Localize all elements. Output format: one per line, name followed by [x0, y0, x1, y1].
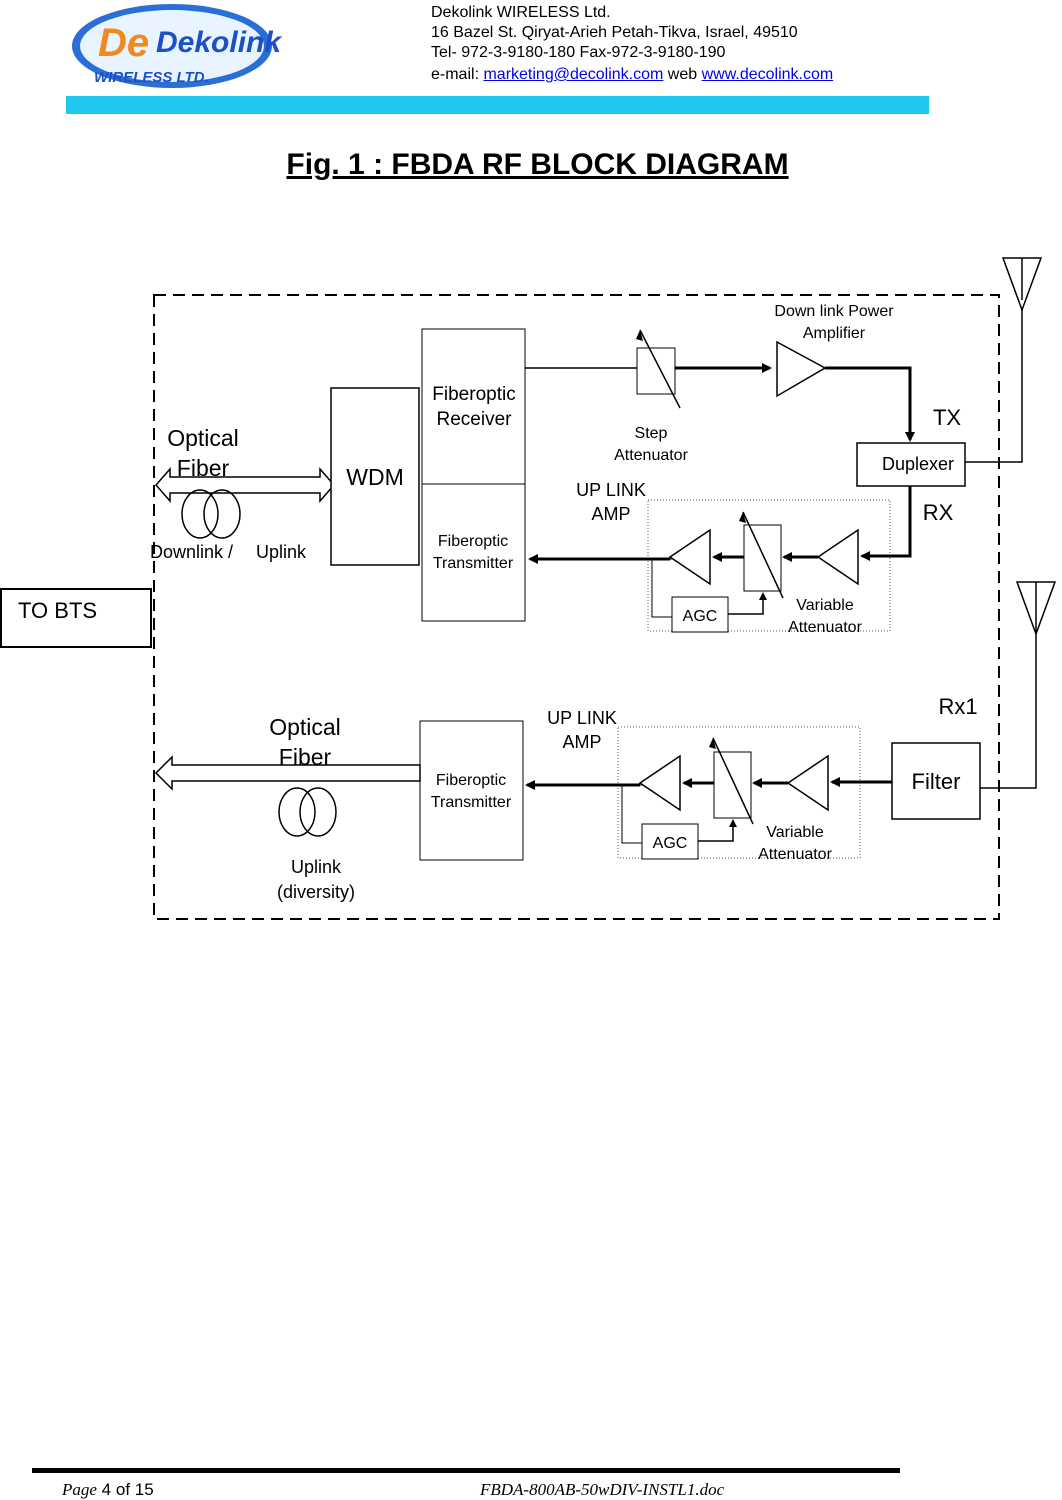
page-number: 4 — [101, 1480, 112, 1499]
rx-label: RX — [923, 500, 954, 525]
uplink-amp-2-triangle — [638, 754, 681, 812]
step-attenuator-label-1: Step — [635, 425, 668, 442]
agc-2-control — [698, 819, 737, 842]
wdm-label: WDM — [346, 464, 403, 490]
uplink-amp-2-enclosure — [617, 726, 861, 859]
duplexer-box — [856, 442, 966, 487]
rx1-label: Rx1 — [938, 694, 977, 719]
antenna-1-feed — [965, 300, 1023, 463]
fiberoptic-transmitter-2-label-1: Fiberoptic — [436, 772, 506, 789]
web-label: web — [667, 66, 698, 83]
page-total: 15 — [134, 1480, 154, 1499]
fiberoptic-receiver-label-2: Receiver — [437, 409, 513, 430]
uplink-lna-1 — [816, 528, 859, 586]
uplink-amp-1-triangle — [668, 528, 711, 586]
fiberoptic-transmitter-box — [421, 483, 526, 622]
uplink-amp-1-enclosure — [647, 499, 891, 632]
page-label: Page — [62, 1480, 97, 1499]
duplexer-label: Duplexer — [882, 454, 954, 474]
downlink-label: Downlink / — [150, 542, 233, 562]
fiberoptic-transmitter-2-box — [419, 720, 524, 861]
agc-2-feed — [621, 784, 642, 844]
header-accent-bar — [66, 96, 929, 114]
step-attenuator-arrowhead — [636, 330, 643, 341]
fiberoptic-receiver-label-1: Fiberoptic — [432, 384, 515, 405]
system-enclosure — [153, 294, 1000, 920]
wdm-box — [330, 387, 420, 566]
uplink-label: Uplink — [256, 542, 307, 562]
variable-attenuator-2-label-2: Attenuator — [758, 846, 833, 863]
footer-rule — [32, 1468, 900, 1473]
uplink-diversity-label-2: (diversity) — [277, 882, 355, 902]
dl-amp-label-1: Down link Power — [774, 303, 894, 320]
uplink-amp-2-label-1: UP LINK — [547, 708, 617, 728]
fiber-coil-1 — [181, 489, 219, 539]
company-logo: De Dekolink WIRELESS LTD. — [72, 4, 282, 88]
logo-text: Dekolink — [156, 26, 282, 59]
agc-2-label: AGC — [653, 835, 688, 852]
agc-1-label: AGC — [683, 608, 718, 625]
logo-letter: De — [98, 21, 149, 65]
email-label: e-mail: — [431, 66, 480, 83]
uplink-diversity-label-1: Uplink — [291, 857, 342, 877]
optical-fiber-bottom-label-1: Optical — [269, 714, 341, 740]
variable-attenuator-2-arrowhead — [709, 738, 716, 749]
fiber-coil-2 — [203, 489, 241, 539]
company-name: Dekolink WIRELESS Ltd. — [431, 4, 611, 21]
ul1-line-1 — [860, 486, 912, 561]
company-phone: Tel- 972-3-9180-180 Fax-972-3-9180-190 — [431, 44, 726, 61]
variable-attenuator-2-slash — [712, 737, 754, 825]
agc-1-box — [671, 596, 729, 633]
uplink-amp-1-label-2: AMP — [591, 504, 630, 524]
figure-title: Fig. 1 : FBDA RF BLOCK DIAGRAM — [286, 148, 789, 181]
variable-attenuator-1-label-2: Attenuator — [788, 619, 863, 636]
logo-sub: WIRELESS LTD. — [94, 69, 209, 86]
filter-box — [891, 742, 981, 820]
variable-attenuator-1-label-1: Variable — [796, 597, 854, 614]
step-attenuator-slash — [639, 329, 681, 409]
agc-1-feed — [651, 558, 672, 618]
company-contact: e-mail: marketing@decolink.com web www.d… — [431, 65, 833, 85]
downlink-power-amplifier — [776, 340, 827, 398]
fiberoptic-receiver-box — [421, 328, 526, 485]
variable-attenuator-1-slash — [742, 511, 784, 599]
to-bts-label: TO BTS — [18, 598, 97, 623]
of-label: of — [115, 1480, 131, 1499]
agc-1-control — [728, 592, 767, 615]
fiber-single-arrow — [154, 755, 421, 791]
step-attenuator-label-2: Attenuator — [614, 447, 689, 464]
fiber-coil-4 — [299, 787, 337, 837]
uplink-amp-1-label-1: UP LINK — [576, 480, 646, 500]
to-bts-box — [0, 588, 152, 648]
web-link[interactable]: www.decolink.com — [701, 66, 834, 83]
fiberoptic-transmitter-label-2: Transmitter — [433, 555, 514, 572]
fiberoptic-transmitter-label-1: Fiberoptic — [438, 533, 508, 550]
page-indicator: Page 4 of 15 — [62, 1480, 154, 1500]
company-address: 16 Bazel St. Qiryat-Arieh Petah-Tikva, I… — [431, 24, 798, 41]
document-name: FBDA-800AB-50wDIV-INSTL1.doc — [480, 1480, 725, 1499]
email-link[interactable]: marketing@decolink.com — [483, 66, 664, 83]
variable-attenuator-1-arrowhead — [739, 512, 746, 523]
dl-amp-label-2: Amplifier — [803, 325, 866, 342]
filter-label: Filter — [912, 769, 961, 794]
fiberoptic-transmitter-2-label-2: Transmitter — [431, 794, 512, 811]
variable-attenuator-2-label-1: Variable — [766, 824, 824, 841]
optical-fiber-top-label-1: Optical — [167, 425, 239, 451]
uplink-amp-2-label-2: AMP — [562, 732, 601, 752]
uplink-lna-2 — [786, 754, 829, 812]
dl-line-3 — [825, 366, 915, 442]
fiber-coil-3 — [278, 787, 316, 837]
antenna-2-feed — [980, 582, 1037, 789]
tx-label: TX — [933, 405, 961, 430]
